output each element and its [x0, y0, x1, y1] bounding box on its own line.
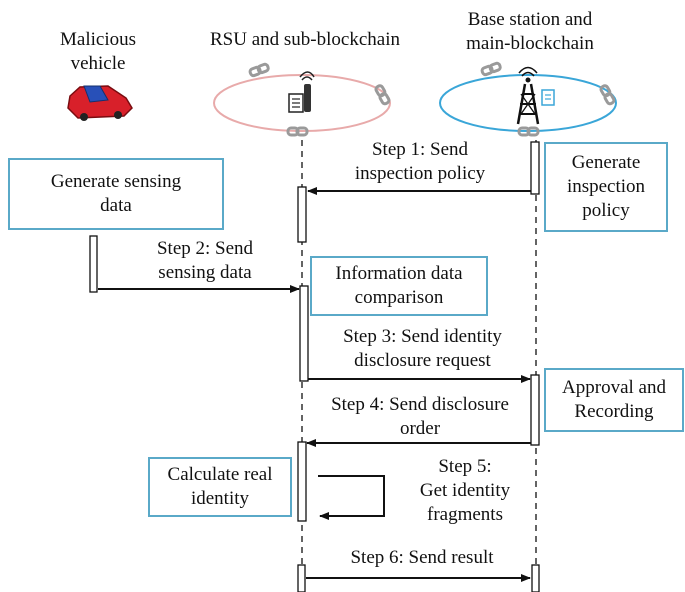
base-activation-bar — [530, 374, 540, 446]
step5-self-arrow — [318, 475, 385, 520]
rsu-activation-bar — [299, 285, 309, 382]
base-station-tower-icon — [516, 66, 555, 125]
chain-link-icon — [599, 84, 616, 106]
rsu-antenna-icon — [288, 71, 315, 113]
chain-link-icon — [480, 61, 502, 77]
vehicle-activation-bar — [89, 235, 98, 293]
rsu-activation-bar — [297, 564, 306, 592]
step5-label: Step 5: Get identity fragments — [419, 456, 511, 525]
step1-label: Step 1: Send inspection policy — [354, 139, 486, 184]
chain-link-icon — [248, 62, 270, 78]
chain-link-icon — [517, 126, 540, 137]
rsu-activation-bar — [297, 441, 307, 522]
base-activation-bar — [530, 141, 540, 195]
car-icon — [67, 85, 133, 121]
generate-sensing-data-box: Generate sensing data — [8, 158, 224, 230]
information-data-comparison-box: Information data comparison — [310, 256, 488, 316]
rsu-actor-label: RSU and sub-blockchain — [210, 29, 400, 50]
chain-link-icon — [374, 84, 391, 106]
chain-link-icon — [286, 126, 309, 137]
step4-label: Step 4: Send disclosure order — [331, 394, 509, 439]
step3-label: Step 3: Send identity disclosure request — [343, 326, 502, 371]
vehicle-actor-label: Malicious vehicle — [60, 29, 136, 74]
base-activation-bar — [531, 564, 540, 592]
step6-label: Step 6: Send result — [350, 547, 494, 568]
rsu-activation-bar — [297, 186, 307, 243]
generate-inspection-policy-box: Generate inspection policy — [544, 142, 668, 232]
calculate-real-identity-box: Calculate real identity — [148, 457, 292, 517]
base-actor-label: Base station and main-blockchain — [466, 9, 594, 54]
approval-recording-box: Approval and Recording — [544, 368, 684, 432]
step2-label: Step 2: Send sensing data — [156, 238, 254, 283]
